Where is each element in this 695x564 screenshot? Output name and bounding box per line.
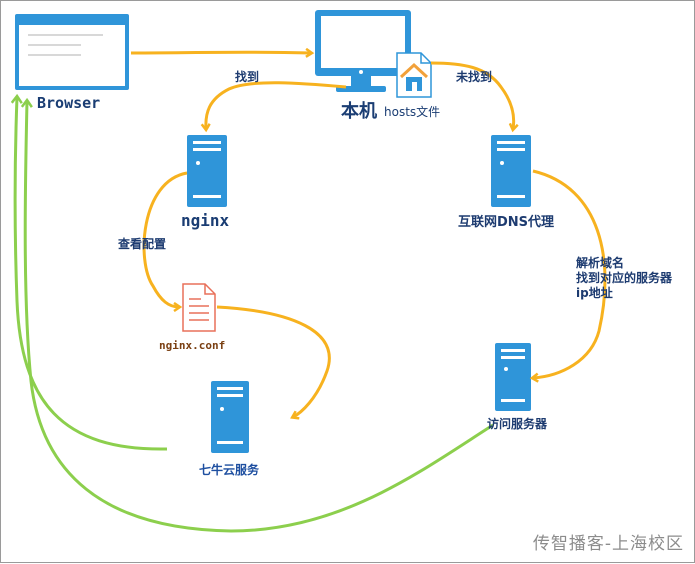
arrow-browser-to-local — [130, 52, 311, 53]
resolve-line2: 找到对应的服务器 — [576, 271, 673, 285]
browser-label: Browser — [37, 94, 101, 112]
visit-server-label: 访问服务器 — [487, 417, 548, 431]
watermark: 传智播客-上海校区 — [532, 534, 684, 554]
found-label: 找到 — [235, 70, 260, 84]
nginx-label: nginx — [181, 211, 230, 230]
hosts-file-label: hosts文件 — [384, 105, 441, 119]
arrow-server-to-browser — [25, 101, 494, 533]
check-config-label: 查看配置 — [118, 237, 167, 251]
arrow-local-to-dns — [430, 61, 514, 129]
arrow-conf-to-qiniu — [216, 305, 331, 417]
arrow-qiniu-to-browser — [15, 97, 168, 451]
dns-proxy-label: 互联网DNS代理 — [458, 215, 555, 230]
arrow-dns-to-server — [533, 169, 607, 378]
nginx-conf-label: nginx.conf — [159, 339, 226, 352]
resolve-line3: ip地址 — [576, 286, 613, 300]
hosts-file-icon — [396, 52, 432, 98]
nginx-server-icon — [187, 135, 227, 207]
not-found-label: 未找到 — [456, 70, 493, 84]
qiniu-server-icon — [211, 381, 249, 453]
arrow-nginx-to-conf — [142, 171, 188, 307]
arrow-local-to-nginx — [206, 81, 347, 129]
dns-server-icon — [491, 135, 531, 207]
local-machine-label: 本机 — [341, 101, 377, 122]
nginx-conf-file-icon — [182, 283, 216, 332]
monitor-icon — [315, 10, 411, 92]
browser-window-icon — [15, 14, 129, 90]
target-server-icon — [495, 343, 531, 411]
resolve-line1: 解析域名 — [576, 256, 625, 270]
qiniu-label: 七牛云服务 — [199, 463, 260, 477]
